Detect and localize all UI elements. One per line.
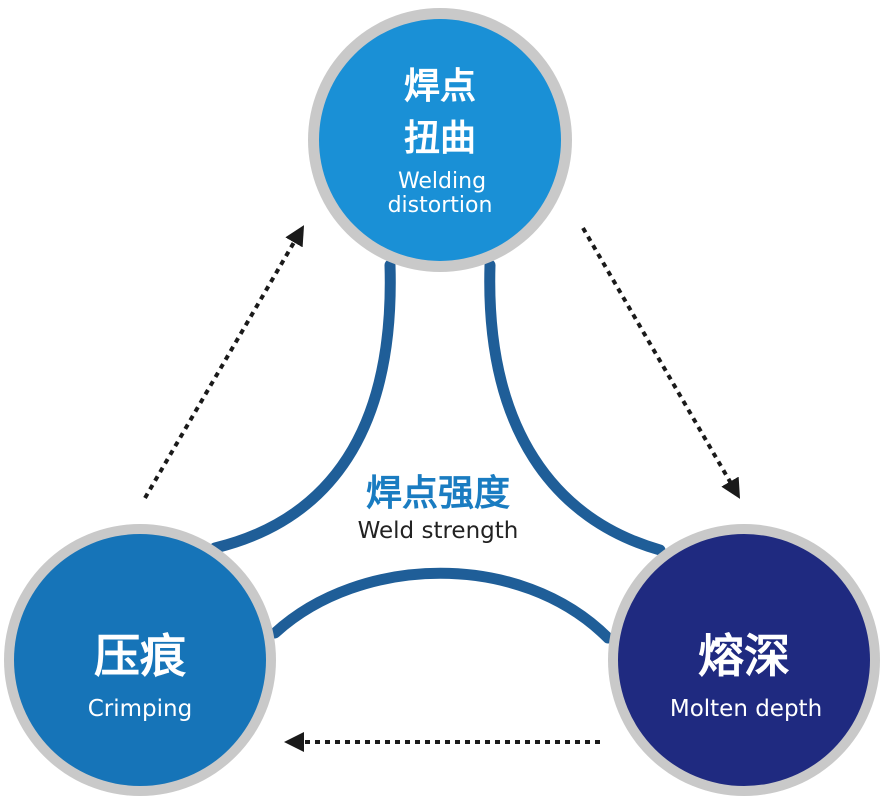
node-left-circle (14, 534, 266, 786)
node-top-label-cn-2: 扭曲 (404, 118, 476, 159)
node-top-label-cn-1: 焊点 (404, 66, 476, 107)
node-top-circle (319, 19, 561, 261)
center-title-en: Weld strength (358, 518, 519, 544)
node-crimping: 压痕 Crimping (4, 524, 276, 796)
connector-curves (209, 259, 666, 644)
node-welding-distortion: 焊点 扭曲 Welding distortion (308, 8, 572, 272)
flow-arrows (143, 225, 741, 752)
center-title-cn: 焊点强度 (366, 473, 510, 514)
node-top-label-en-1: Welding (398, 169, 486, 194)
connector-top-to-left (209, 259, 396, 554)
connector-top-to-right (484, 259, 666, 556)
center-label: 焊点强度 Weld strength (358, 473, 519, 544)
node-left-label-en: Crimping (88, 696, 192, 722)
node-right-label-cn: 熔深 (698, 629, 790, 683)
node-right-circle (618, 534, 870, 786)
node-right-label-en: Molten depth (670, 696, 822, 722)
node-molten-depth: 熔深 Molten depth (608, 524, 880, 796)
connector-left-to-right (269, 567, 614, 644)
node-left-label-cn: 压痕 (94, 629, 187, 683)
dotted-arrow-top-to-right-icon (581, 226, 741, 499)
dotted-arrow-left-to-top-icon (143, 225, 305, 500)
node-top-label-en-2: distortion (388, 193, 493, 218)
